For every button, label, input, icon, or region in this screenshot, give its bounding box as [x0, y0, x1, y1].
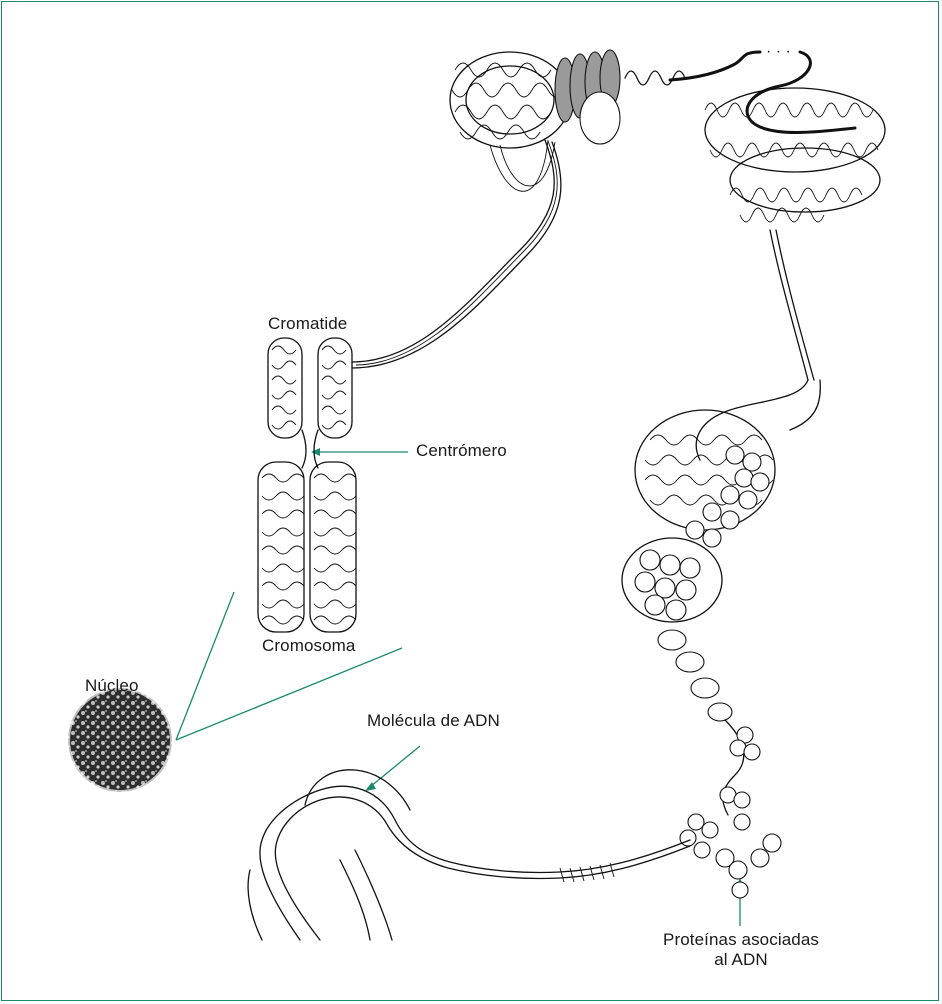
- solenoid-coil: [622, 380, 820, 721]
- chromatin-fiber-upper: [352, 140, 561, 368]
- centromere-label: Centrómero: [416, 441, 507, 461]
- dna-proteins-label-line1: Proteínas asociadas: [652, 930, 830, 950]
- svg-text:· · ·: · · ·: [766, 43, 791, 60]
- free-proteins: [716, 834, 781, 898]
- nucleus-illustration: [66, 686, 174, 794]
- dna-molecule-label: Molécula de ADN: [367, 711, 500, 731]
- chromosome-label: Cromosoma: [262, 636, 355, 656]
- dna-proteins-label-line2: al ADN: [652, 950, 830, 970]
- dna-molecule-leader: [370, 746, 420, 787]
- chromosome-illustration: [258, 338, 356, 632]
- dna-double-helix: [248, 770, 690, 940]
- leader-lines: [176, 448, 744, 926]
- dna-proteins-label: Proteínas asociadas al ADN: [652, 930, 830, 970]
- chromatid-label: Cromatide: [268, 314, 347, 334]
- nucleus-zoom-line-upper: [176, 592, 234, 740]
- supercoil-top: · · ·: [450, 43, 855, 148]
- nucleus-label: Núcleo: [85, 676, 139, 696]
- centromere-arrowhead: [311, 448, 320, 456]
- nucleosome-string: [680, 720, 760, 858]
